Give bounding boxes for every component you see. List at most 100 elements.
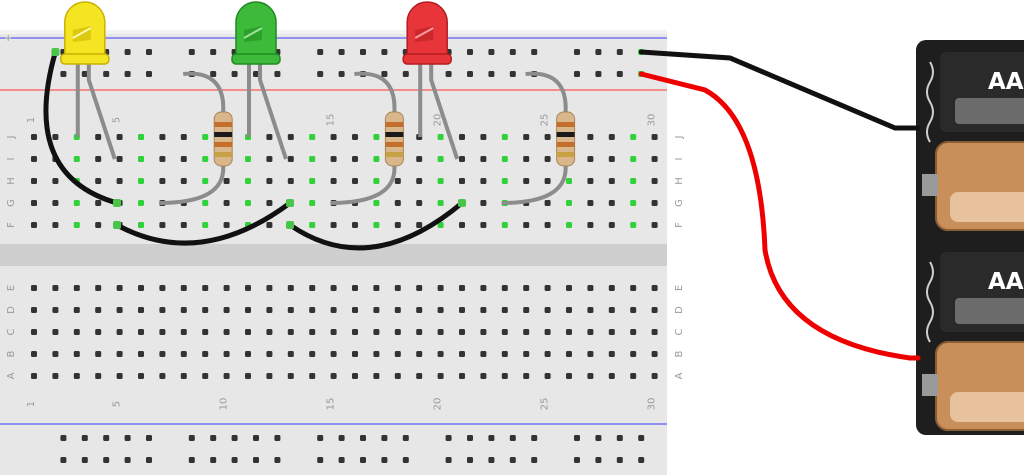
- terminal-hole: [587, 307, 594, 313]
- rail-hole: [188, 49, 195, 55]
- terminal-hole: [245, 200, 251, 206]
- terminal-hole: [73, 329, 80, 335]
- resistor: [159, 71, 233, 205]
- terminal-hole: [437, 156, 444, 162]
- terminal-hole: [266, 373, 273, 379]
- terminal-hole: [180, 222, 187, 228]
- terminal-hole: [309, 200, 316, 206]
- terminal-hole: [373, 134, 380, 140]
- rail-hole: [445, 71, 452, 77]
- rail-hole: [488, 71, 495, 77]
- rail-hole: [103, 435, 110, 441]
- terminal-hole: [566, 329, 572, 335]
- terminal-hole: [202, 351, 209, 357]
- row-letter: G: [674, 199, 685, 207]
- ground-jumper: [43, 49, 120, 206]
- resistor-body: [384, 111, 404, 167]
- terminal-hole: [480, 373, 487, 379]
- terminal-hole: [630, 285, 637, 291]
- terminal-hole: [180, 307, 187, 313]
- terminal-hole: [309, 222, 316, 228]
- terminal-hole: [52, 200, 59, 206]
- terminal-hole: [459, 307, 465, 313]
- terminal-hole: [31, 222, 37, 228]
- terminal-hole: [159, 178, 166, 184]
- terminal-hole: [437, 307, 444, 313]
- column-number-top: 25: [540, 114, 551, 127]
- terminal-hole: [523, 222, 530, 228]
- row-letter: J: [6, 136, 17, 140]
- terminal-hole: [180, 285, 187, 291]
- wire-end-marker: [286, 199, 294, 207]
- terminal-hole: [566, 222, 572, 228]
- terminal-hole: [116, 351, 123, 357]
- led-jumper: [287, 200, 465, 251]
- terminal-hole: [159, 351, 166, 357]
- terminal-hole: [159, 285, 166, 291]
- terminal-hole: [352, 307, 358, 313]
- terminal-hole: [202, 134, 209, 140]
- terminal-hole: [608, 285, 615, 291]
- terminal-hole: [501, 373, 508, 379]
- resistor: [501, 71, 576, 205]
- column-number-bottom: 10: [219, 398, 230, 411]
- components: [60, 1, 576, 205]
- terminal-hole: [608, 134, 615, 140]
- terminal-hole: [501, 134, 508, 140]
- rail-hole: [188, 435, 195, 441]
- terminal-hole: [138, 156, 144, 162]
- rail-hole: [616, 71, 623, 77]
- terminal-hole: [309, 178, 316, 184]
- rail-hole: [146, 435, 152, 441]
- resistor-band: [556, 132, 575, 137]
- terminal-hole: [608, 307, 615, 313]
- terminal-hole: [373, 200, 380, 206]
- terminal-hole: [223, 285, 230, 291]
- terminal-hole: [330, 329, 337, 335]
- resistor-lead-top: [525, 71, 568, 113]
- terminal-hole: [202, 222, 209, 228]
- terminal-hole: [352, 156, 358, 162]
- terminal-hole: [287, 329, 294, 335]
- rail-hole: [360, 457, 366, 463]
- terminal-hole: [95, 307, 102, 313]
- led-leg-anode: [429, 64, 460, 160]
- terminal-hole: [352, 222, 358, 228]
- terminal-hole: [116, 307, 123, 313]
- terminal-hole: [651, 329, 658, 335]
- rail-hole: [574, 457, 580, 463]
- terminal-hole: [52, 178, 59, 184]
- board-top-edge: [0, 30, 667, 34]
- terminal-hole: [480, 134, 487, 140]
- resistor-band: [214, 152, 233, 157]
- terminal-hole: [544, 307, 551, 313]
- terminal-hole: [630, 134, 637, 140]
- rail-hole: [467, 435, 473, 441]
- column-number-top: 15: [326, 114, 337, 127]
- terminal-hole: [266, 307, 273, 313]
- battery-terminal: [922, 174, 938, 196]
- terminal-hole: [630, 373, 637, 379]
- led-highlight: [72, 27, 92, 39]
- terminal-hole: [330, 178, 337, 184]
- terminal-hole: [95, 156, 102, 162]
- terminal-hole: [608, 200, 615, 206]
- terminal-hole: [352, 285, 358, 291]
- rail-hole: [509, 435, 516, 441]
- led-red: [402, 1, 460, 160]
- terminal-hole: [330, 134, 337, 140]
- battery-case: [916, 40, 1024, 435]
- terminal-hole: [95, 329, 102, 335]
- column-number-top: 20: [433, 114, 444, 127]
- terminal-hole: [587, 351, 594, 357]
- terminal-hole: [309, 307, 316, 313]
- rail-hole: [595, 71, 602, 77]
- resistor-lead-top: [183, 71, 226, 113]
- terminal-hole: [330, 351, 337, 357]
- terminal-hole: [223, 178, 230, 184]
- terminal-hole: [416, 351, 423, 357]
- row-letter: A: [6, 372, 17, 379]
- rail-hole: [60, 435, 67, 441]
- terminal-hole: [651, 285, 658, 291]
